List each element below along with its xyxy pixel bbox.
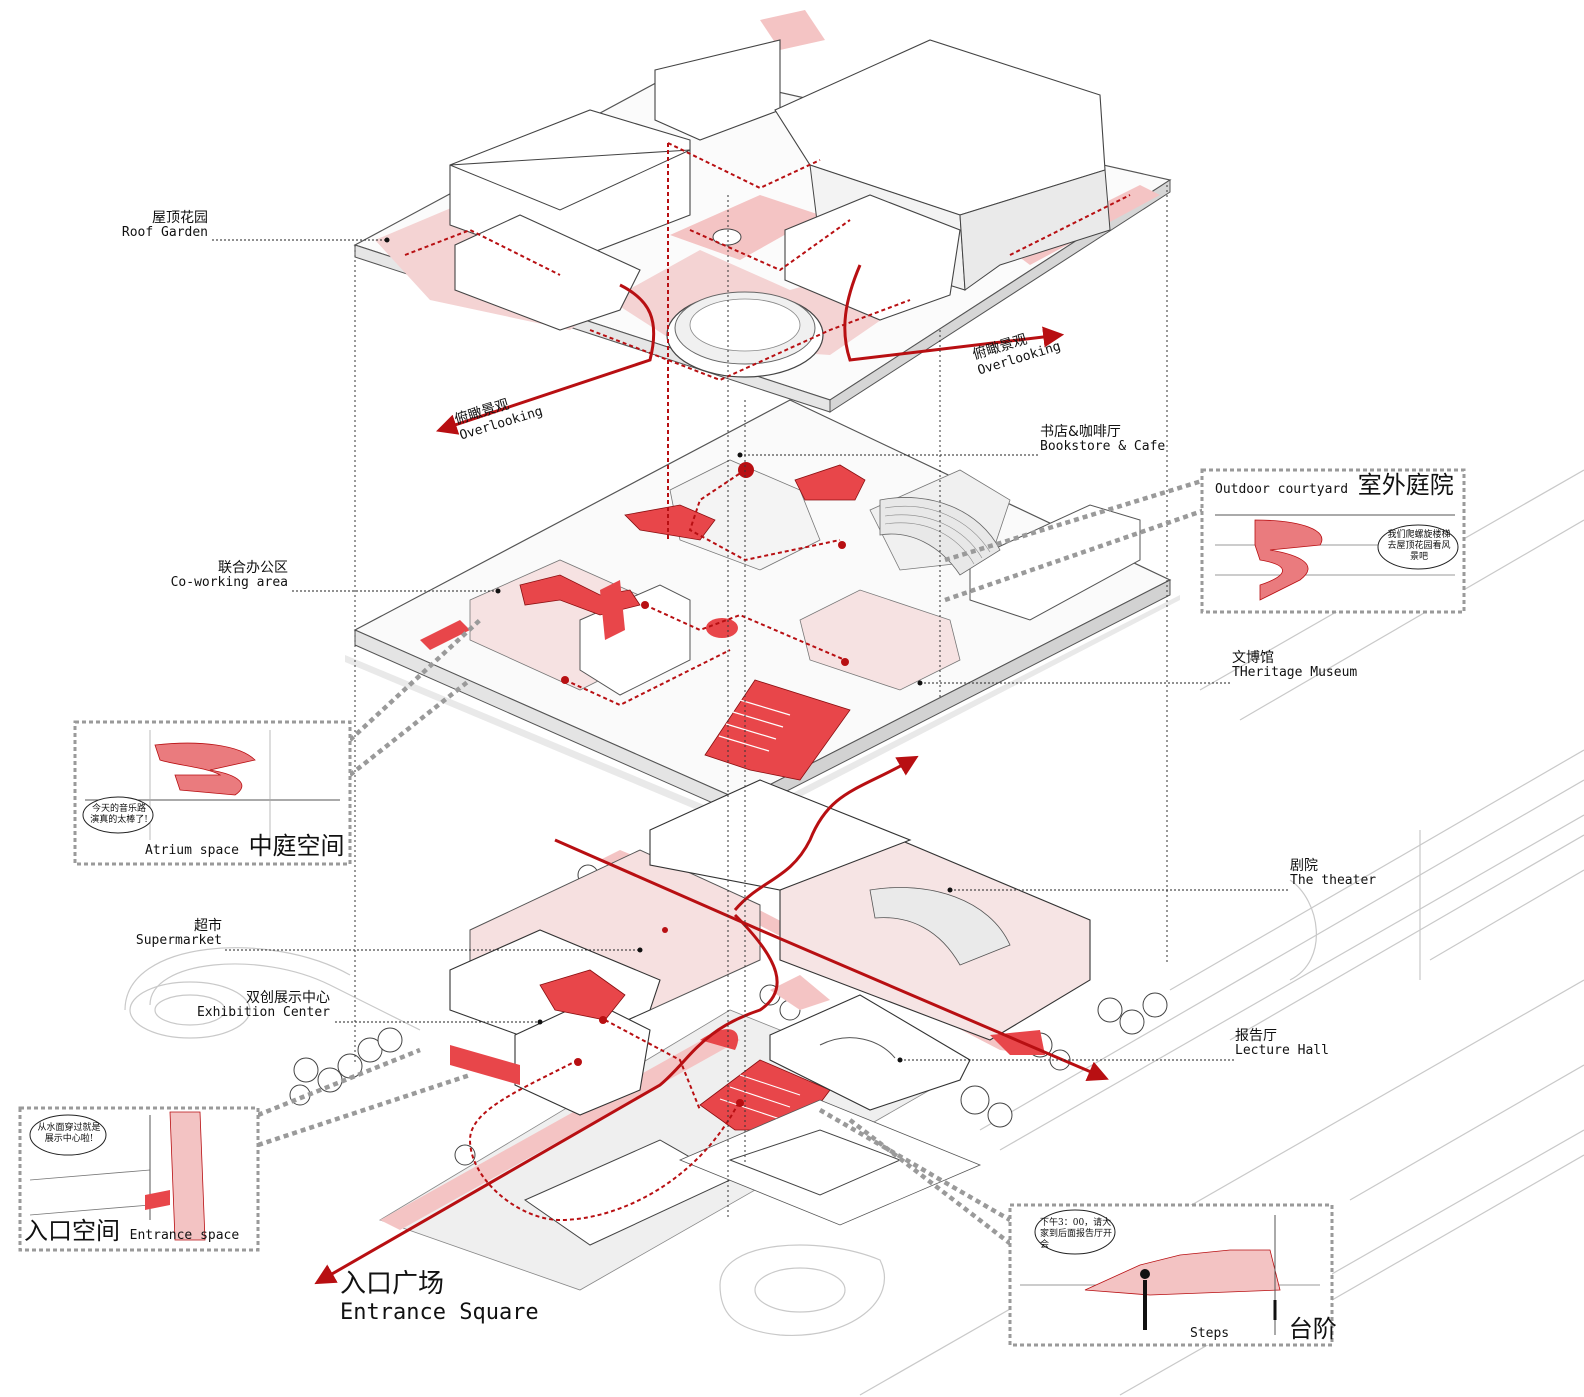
label-exhibition-cn: 双创展示中心 <box>246 990 330 1006</box>
label-roof-garden-cn: 屋顶花园 <box>152 210 208 226</box>
caption-entrance-en: Entrance space <box>129 1228 240 1243</box>
speech-entrance: 从水面穿过就是展示中心啦! <box>37 1123 101 1144</box>
label-exhibition-en: Exhibition Center <box>196 1005 330 1021</box>
label-theater-en: The theater <box>1290 873 1377 889</box>
label-exhibition: 双创展示中心 Exhibition Center <box>180 990 330 1021</box>
label-supermarket: 超市 Supermarket <box>100 918 222 949</box>
vignette-steps <box>1008 1203 1334 1347</box>
label-supermarket-en: Supermarket <box>135 933 222 949</box>
label-entrance-square: 入口广场 Entrance Square <box>340 1269 539 1325</box>
middle-level <box>345 399 1180 828</box>
label-bookstore: 书店&咖啡厅 Bookstore & Cafe <box>1040 424 1165 455</box>
caption-steps-cn: 台阶 <box>1288 1315 1337 1343</box>
leader-lines <box>212 239 1290 1061</box>
label-supermarket-cn: 超市 <box>194 918 222 934</box>
vignette-courtyard <box>1200 468 1466 614</box>
caption-entrance-cn: 入口空间 <box>24 1217 120 1245</box>
label-coworking-cn: 联合办公区 <box>218 560 288 576</box>
callout-connectors <box>257 477 1206 1247</box>
label-bookstore-cn: 书店&咖啡厅 <box>1040 424 1121 440</box>
dotted-circulation-paths <box>404 142 1131 1222</box>
label-theater: 剧院 The theater <box>1290 858 1376 889</box>
caption-courtyard: Outdoor courtyard 室外庭院 <box>1215 471 1454 500</box>
red-movement-arrows <box>314 264 1109 1285</box>
roof-level <box>353 10 1172 413</box>
vignette-atrium <box>73 720 352 866</box>
label-heritage-cn: 文博馆 <box>1232 650 1274 666</box>
label-bookstore-en: Bookstore & Cafe <box>1040 439 1166 455</box>
label-theater-cn: 剧院 <box>1290 858 1318 874</box>
speech-courtyard: 我们爬螺旋楼梯去屋顶花园看风景吧 <box>1387 530 1451 562</box>
caption-atrium: Atrium space 中庭空间 <box>145 832 345 861</box>
label-entrance-square-en: Entrance Square <box>340 1299 539 1325</box>
label-lecture-en: Lecture Hall <box>1235 1043 1329 1059</box>
ground-level <box>379 779 1091 1291</box>
label-coworking: 联合办公区 Co-working area <box>150 560 288 591</box>
alignment-lines <box>354 185 1168 1220</box>
label-roof-garden-en: Roof Garden <box>121 225 208 241</box>
label-entrance-square-cn: 入口广场 <box>340 1269 445 1299</box>
caption-courtyard-cn: 室外庭院 <box>1357 471 1454 499</box>
label-lecture-cn: 报告厅 <box>1235 1028 1277 1044</box>
caption-courtyard-en: Outdoor courtyard <box>1215 482 1349 497</box>
leader-dots <box>384 237 953 1063</box>
speech-steps: 下午3：00，请大家到后面报告厅开会 <box>1040 1218 1113 1250</box>
caption-steps: Steps 台阶 <box>1190 1315 1337 1344</box>
speech-atrium: 今天的音乐路演真的太棒了! <box>90 804 148 825</box>
caption-steps-en: Steps <box>1190 1326 1230 1341</box>
label-roof-garden: 屋顶花园 Roof Garden <box>80 210 208 241</box>
node-dots <box>561 462 849 1107</box>
vignette-entrance <box>18 1106 260 1252</box>
caption-atrium-en: Atrium space <box>145 843 239 858</box>
label-heritage: 文博馆 THeritage Museum <box>1232 650 1357 681</box>
label-lecture: 报告厅 Lecture Hall <box>1235 1028 1329 1059</box>
label-heritage-en: THeritage Museum <box>1232 665 1358 681</box>
caption-entrance: 入口空间 Entrance space <box>24 1217 240 1246</box>
label-coworking-en: Co-working area <box>170 575 288 591</box>
caption-atrium-cn: 中庭空间 <box>248 832 345 860</box>
